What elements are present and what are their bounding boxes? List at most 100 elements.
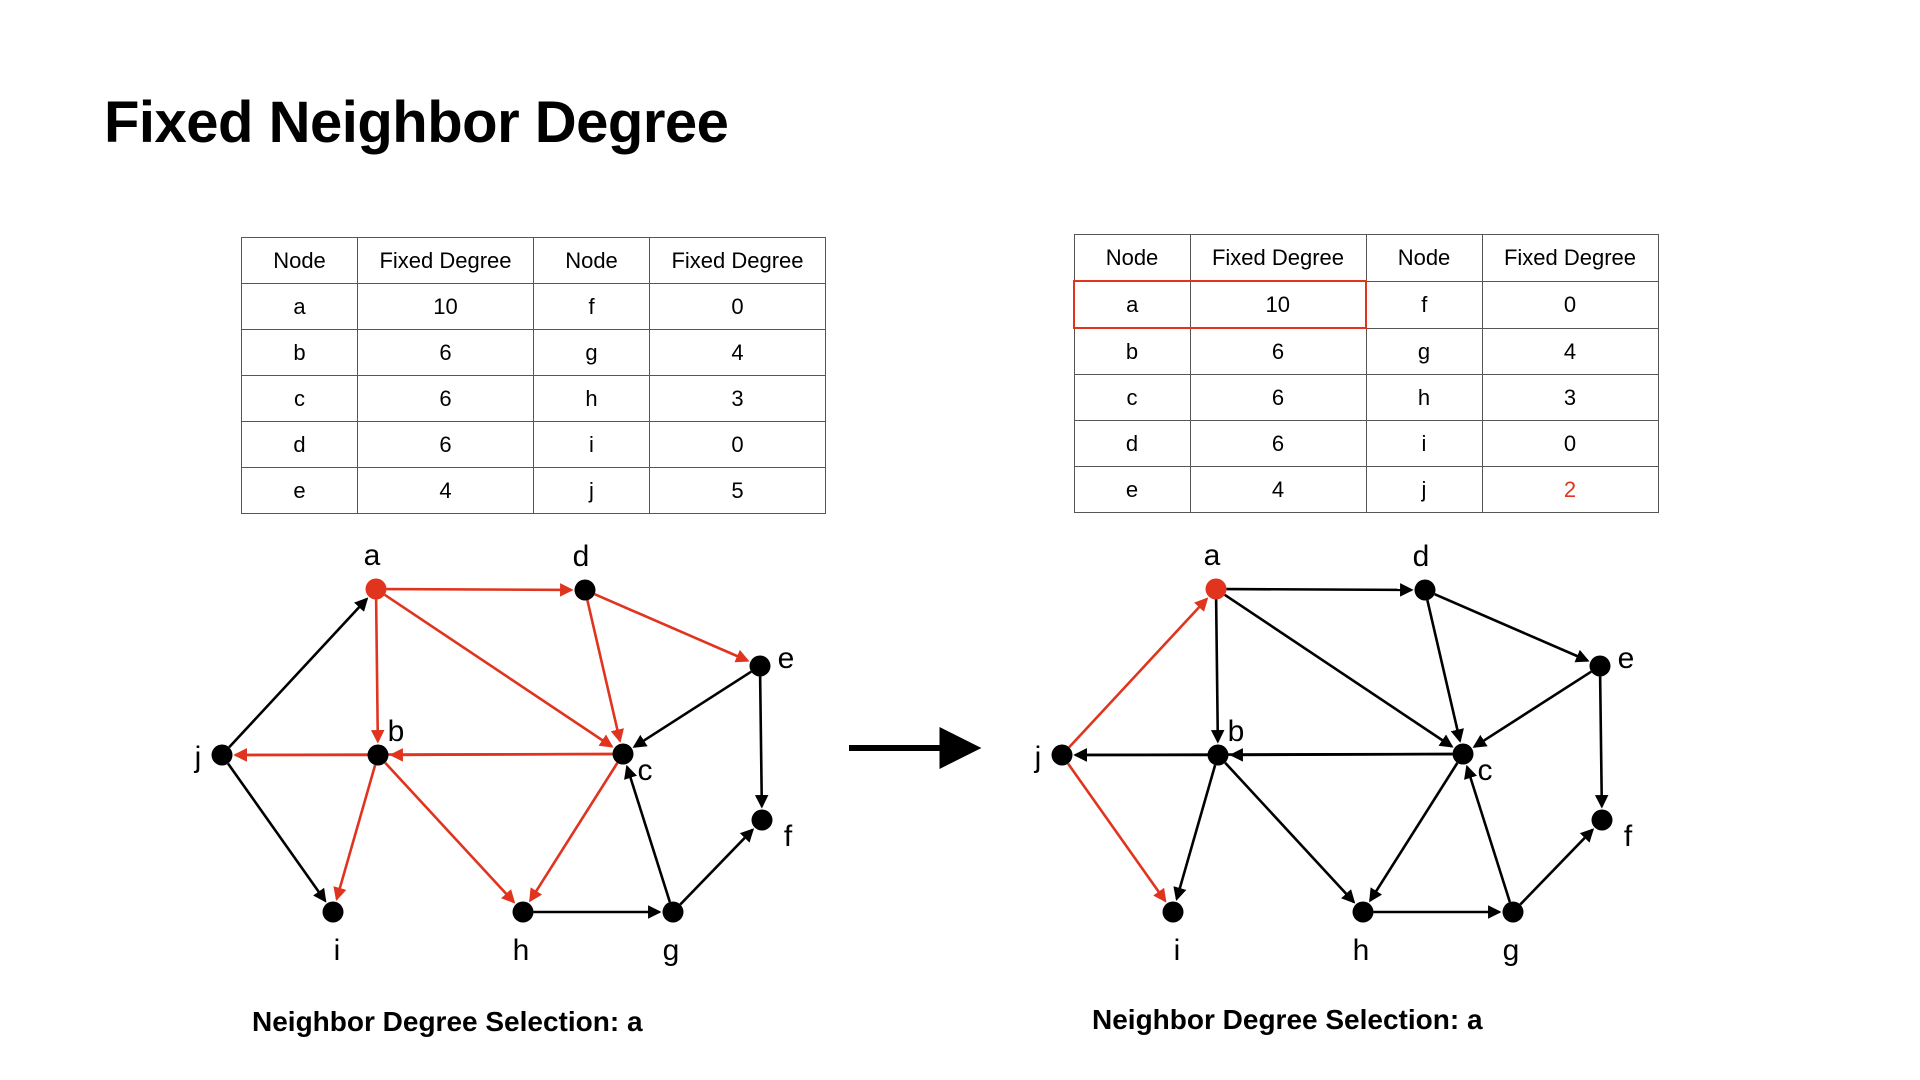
cell-node: d <box>1073 420 1191 467</box>
cell-degree-changed: 2 <box>1481 466 1659 513</box>
graph-node-label-h: h <box>513 934 530 967</box>
graph-node-label-e: e <box>1618 642 1635 675</box>
cell-node-highlighted: a <box>1073 280 1191 329</box>
table-row: a 10 f 0 <box>241 283 826 330</box>
header-node-1: Node <box>1073 234 1191 282</box>
graph-node-c[interactable] <box>1452 743 1474 765</box>
graph-node-label-g: g <box>663 934 680 967</box>
table-row: b 6 g 4 <box>1073 327 1659 375</box>
graph-node-e[interactable] <box>749 655 771 677</box>
graph-node-g[interactable] <box>662 901 684 923</box>
graph-node-h[interactable] <box>1352 901 1374 923</box>
table-row: c 6 h 3 <box>1073 374 1659 421</box>
cell-degree: 0 <box>649 283 826 330</box>
graph-node-label-d: d <box>1413 540 1430 573</box>
cell-node: e <box>1073 466 1191 513</box>
graph-node-label-f: f <box>1624 820 1633 853</box>
cell-node: f <box>533 283 650 330</box>
graph-node-label-a: a <box>364 539 381 572</box>
graph-node-label-g: g <box>1503 934 1520 967</box>
caption-before: Neighbor Degree Selection: a <box>252 1006 643 1037</box>
cell-node: h <box>533 375 650 422</box>
graph-node-label-i: i <box>1174 934 1181 967</box>
cell-degree: 10 <box>357 283 534 330</box>
cell-degree: 6 <box>1189 327 1367 375</box>
caption-after: Neighbor Degree Selection: a <box>1092 1004 1483 1035</box>
cell-degree: 3 <box>1481 374 1659 421</box>
table-header-row: Node Fixed Degree Node Fixed Degree <box>241 237 826 284</box>
graph-node-e[interactable] <box>1589 655 1611 677</box>
graph-node-label-f: f <box>784 820 793 853</box>
cell-node: b <box>241 329 358 376</box>
cell-node: j <box>1365 466 1483 513</box>
cell-node: j <box>533 467 650 514</box>
cell-node: c <box>241 375 358 422</box>
cell-node: d <box>241 421 358 468</box>
graph-node-label-c: c <box>1478 754 1493 787</box>
page-title: Fixed Neighbor Degree <box>104 90 729 155</box>
graph-node-label-e: e <box>778 642 795 675</box>
graph-node-a[interactable] <box>365 578 387 600</box>
graph-node-d[interactable] <box>1414 579 1436 601</box>
fixed-degree-table-before: Node Fixed Degree Node Fixed Degree a 10… <box>241 237 826 514</box>
header-degree-1: Fixed Degree <box>1189 234 1367 282</box>
cell-degree: 4 <box>1481 327 1659 375</box>
table-row-highlighted: a 10 f 0 <box>1073 280 1659 329</box>
graph-node-a[interactable] <box>1205 578 1227 600</box>
graph-node-label-j: j <box>1034 741 1042 774</box>
cell-degree: 6 <box>357 375 534 422</box>
cell-node: i <box>1365 420 1483 467</box>
graph-node-b[interactable] <box>367 744 389 766</box>
cell-degree-highlighted: 10 <box>1189 280 1367 329</box>
header-node-2: Node <box>1365 234 1483 282</box>
cell-node: h <box>1365 374 1483 421</box>
cell-degree: 3 <box>649 375 826 422</box>
transition-arrow-icon <box>849 727 982 769</box>
table-row: b 6 g 4 <box>241 329 826 376</box>
graph-node-label-b: b <box>1228 715 1245 748</box>
graph-node-label-a: a <box>1204 539 1221 572</box>
graph-after: a b c d e f g h i j <box>990 530 1690 990</box>
graph-node-h[interactable] <box>512 901 534 923</box>
graph-node-i[interactable] <box>1162 901 1184 923</box>
cell-degree: 0 <box>1481 420 1659 467</box>
cell-node: a <box>241 283 358 330</box>
cell-degree: 5 <box>649 467 826 514</box>
graph-node-g[interactable] <box>1502 901 1524 923</box>
graph-node-b[interactable] <box>1207 744 1229 766</box>
graph-node-j[interactable] <box>211 744 233 766</box>
table-header-row: Node Fixed Degree Node Fixed Degree <box>1073 234 1659 282</box>
graph-after-svg: a b c d e f g h i j <box>1034 539 1635 967</box>
graph-node-label-d: d <box>573 540 590 573</box>
cell-node: g <box>1365 327 1483 375</box>
graph-node-d[interactable] <box>574 579 596 601</box>
graph-node-c[interactable] <box>612 743 634 765</box>
cell-degree: 6 <box>357 329 534 376</box>
cell-degree: 4 <box>357 467 534 514</box>
fixed-degree-table-after: Node Fixed Degree Node Fixed Degree a 10… <box>1073 234 1659 513</box>
table-row: c 6 h 3 <box>241 375 826 422</box>
graph-node-f[interactable] <box>1591 809 1613 831</box>
cell-degree: 4 <box>1189 466 1367 513</box>
graph-node-i[interactable] <box>322 901 344 923</box>
graph-node-f[interactable] <box>751 809 773 831</box>
table-row: d 6 i 0 <box>1073 420 1659 467</box>
header-degree-2: Fixed Degree <box>649 237 826 284</box>
graph-node-label-c: c <box>638 754 653 787</box>
table-row: e 4 j 2 <box>1073 466 1659 513</box>
cell-degree: 0 <box>649 421 826 468</box>
graph-node-j[interactable] <box>1051 744 1073 766</box>
graph-node-label-b: b <box>388 715 405 748</box>
header-degree-2: Fixed Degree <box>1481 234 1659 282</box>
cell-node: f <box>1365 280 1483 329</box>
table-row: e 4 j 5 <box>241 467 826 514</box>
cell-degree: 6 <box>357 421 534 468</box>
graph-node-label-h: h <box>1353 934 1370 967</box>
cell-degree: 6 <box>1189 374 1367 421</box>
cell-node: c <box>1073 374 1191 421</box>
table-row: d 6 i 0 <box>241 421 826 468</box>
header-node-2: Node <box>533 237 650 284</box>
cell-degree: 6 <box>1189 420 1367 467</box>
